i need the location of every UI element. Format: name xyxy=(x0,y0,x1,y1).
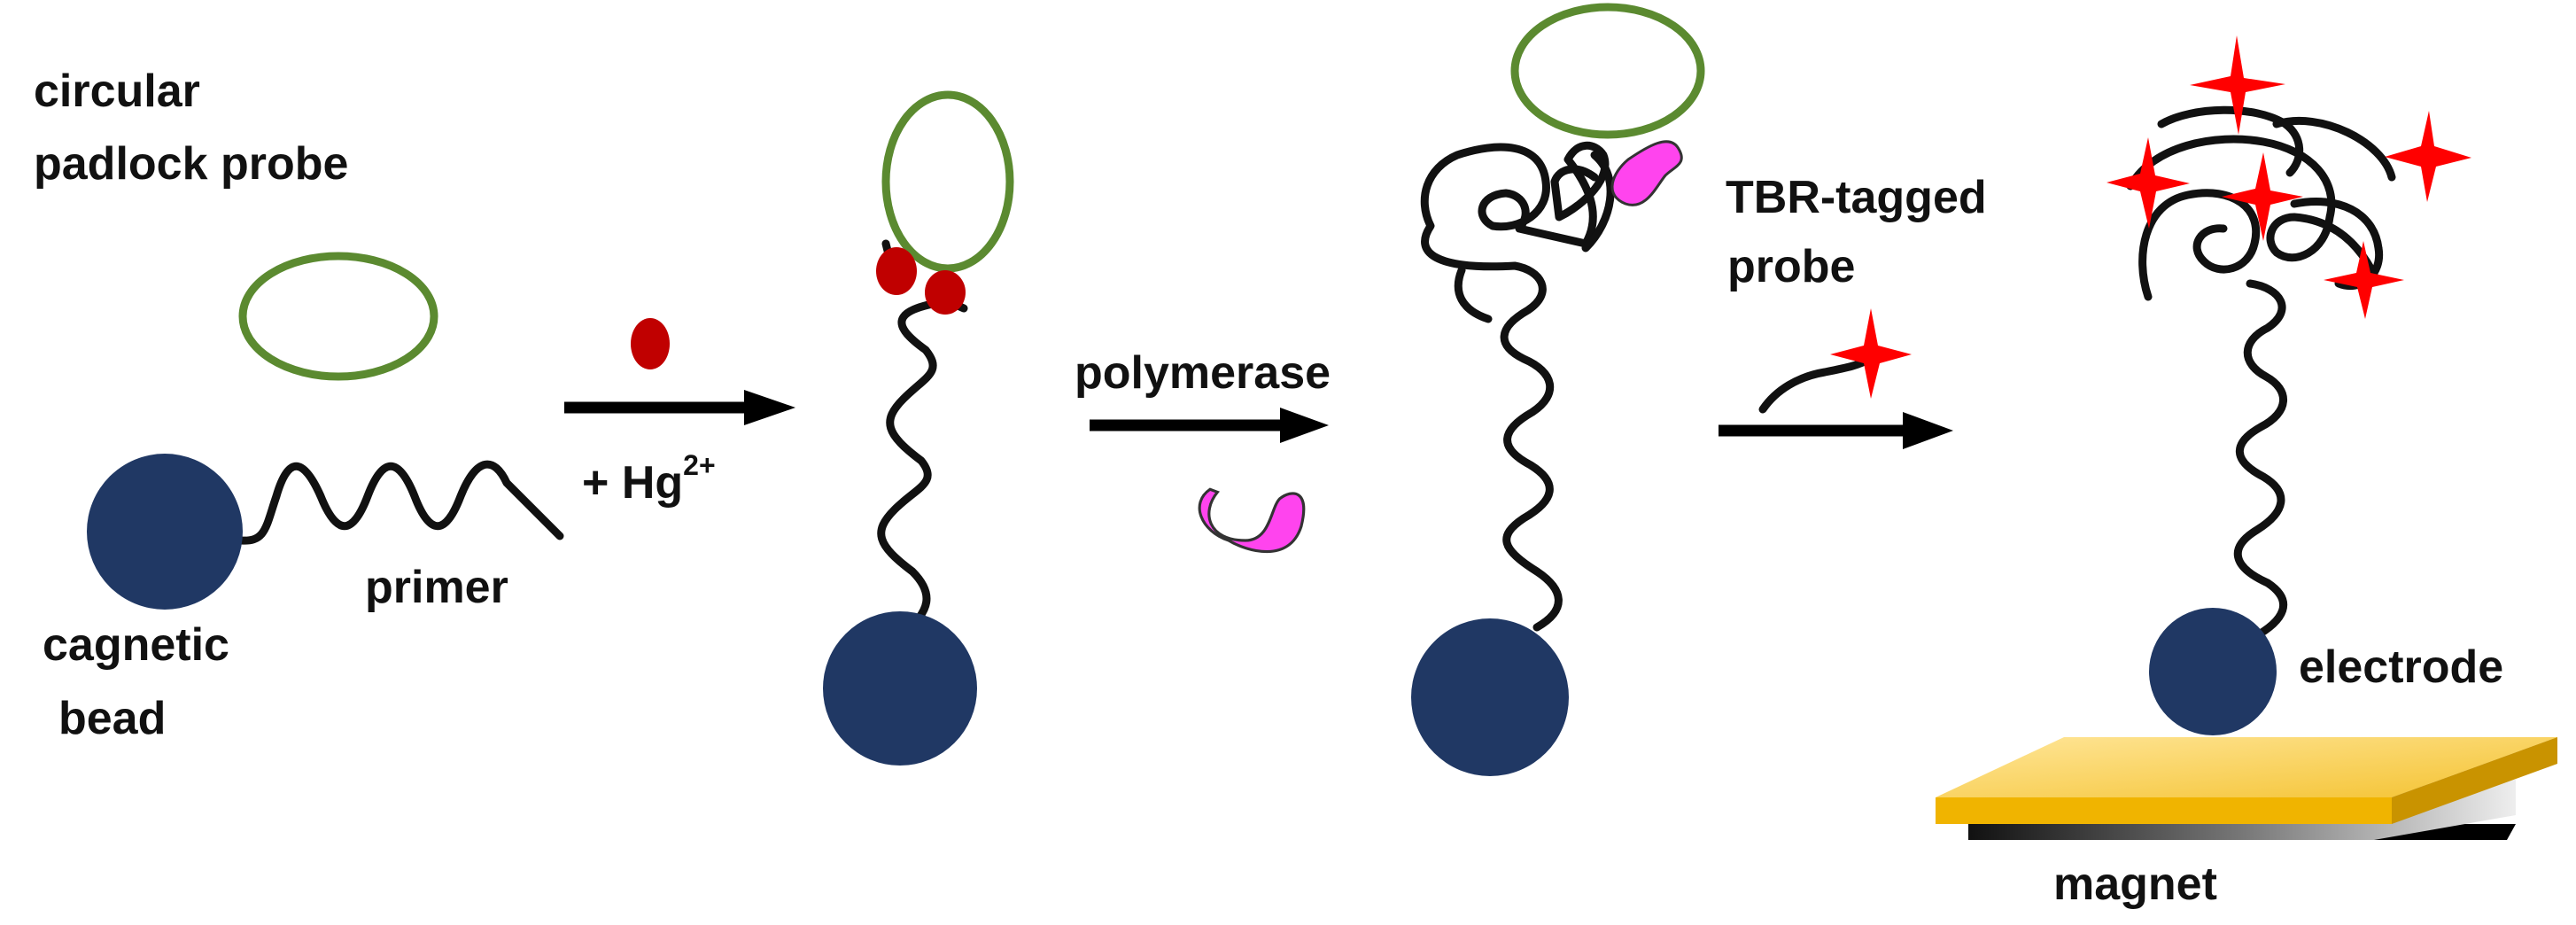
amplified-strand-coil-4 xyxy=(2126,105,2396,301)
arrow-3: TBR-tagged probe xyxy=(1719,172,1987,449)
amplified-strand-coil xyxy=(1454,151,1615,323)
magnetic-bead-icon xyxy=(87,454,243,610)
tbr-star-icon-1 xyxy=(2190,35,2285,135)
arrow-2-head-icon xyxy=(1280,408,1329,443)
arrow-3-head-icon xyxy=(1903,412,1953,449)
tbr-star-icon-4 xyxy=(2385,111,2471,202)
tbr-star-icon xyxy=(1830,308,1912,399)
bead-label-line2: bead xyxy=(58,693,166,744)
tbr-star-icon-3 xyxy=(2222,152,2303,241)
tbr-star-icon-5 xyxy=(2324,241,2404,319)
padlock-probe-icon-2 xyxy=(881,90,1014,273)
polymerase-icon xyxy=(1198,487,1306,554)
electrode-side xyxy=(2392,737,2557,824)
magnetic-bead-icon-4 xyxy=(2149,608,2277,735)
stage-4: electrode magnet xyxy=(1936,35,2557,910)
arrow-1: + Hg2+ xyxy=(564,318,795,509)
stage-2 xyxy=(823,90,1014,766)
padlock-probe-label-line1: circular xyxy=(34,66,200,117)
mercury-label: + Hg2+ xyxy=(582,449,716,509)
polymerase-icon-3 xyxy=(1610,140,1683,206)
primer-label: primer xyxy=(365,562,508,613)
tbr-star-icon-2 xyxy=(2107,137,2190,229)
tbr-label-line1: TBR-tagged xyxy=(1726,172,1987,223)
stage-3 xyxy=(1411,3,1705,776)
arrow-1-head-icon xyxy=(744,390,795,425)
polymerase-label: polymerase xyxy=(1075,347,1331,399)
arrow-2: polymerase xyxy=(1075,347,1331,554)
amplified-strand xyxy=(1420,141,1610,632)
bead-label-line1: cagnetic xyxy=(43,619,229,671)
tbr-probe-strand xyxy=(1758,354,1874,414)
magnetic-bead-icon-3 xyxy=(1411,618,1569,776)
electrode-front xyxy=(1936,797,2392,824)
padlock-probe-icon xyxy=(238,252,438,381)
mercury-ion-icon-2a xyxy=(876,247,917,295)
primer-strand xyxy=(237,460,564,545)
stage-1: circular padlock probe primer cagnetic b… xyxy=(34,66,564,744)
mercury-ion-icon xyxy=(631,318,670,369)
tbr-label-line2: probe xyxy=(1727,241,1855,292)
padlock-probe-label-line2: padlock probe xyxy=(34,138,348,190)
amplified-strand-4 xyxy=(2233,279,2287,642)
electrode-label: electrode xyxy=(2299,641,2503,693)
magnet-label: magnet xyxy=(2053,859,2217,910)
padlock-probe-icon-3 xyxy=(1510,3,1705,139)
electrode-top xyxy=(1936,737,2557,797)
magnetic-bead-icon-2 xyxy=(823,611,977,766)
mercury-ion-icon-2b xyxy=(925,270,966,315)
